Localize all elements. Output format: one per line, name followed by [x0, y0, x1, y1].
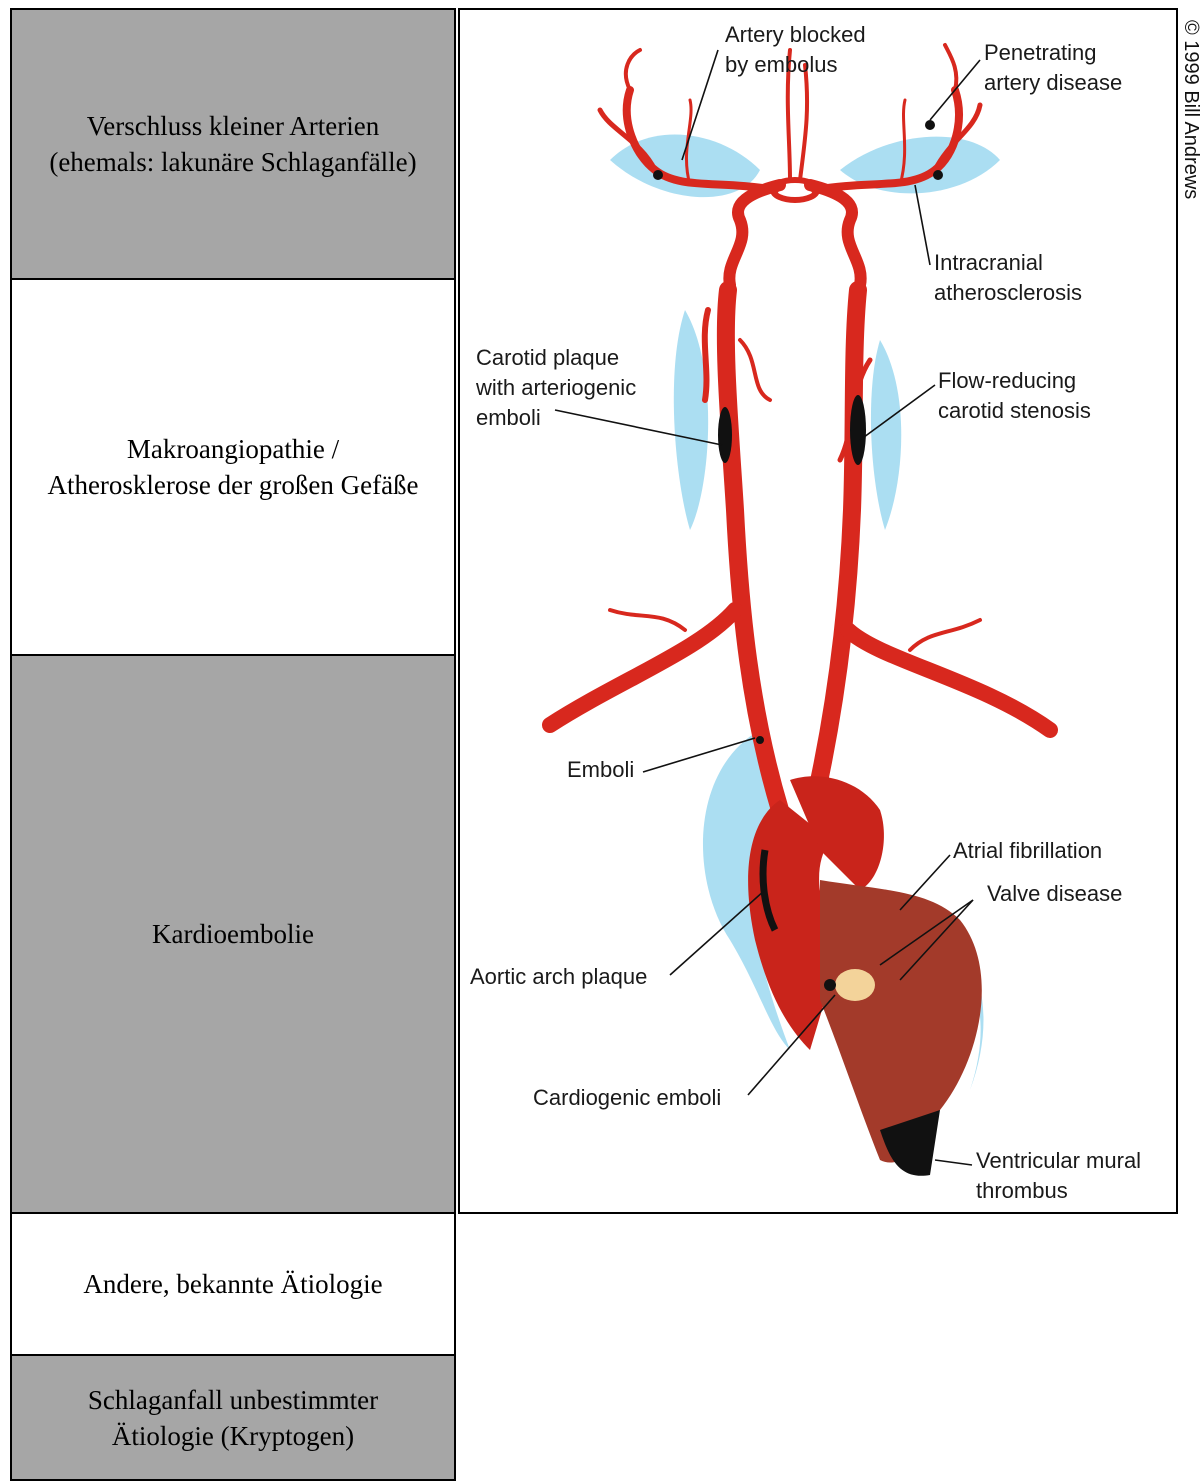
category-large-artery-atherosclerosis: Makroangiopathie / Atherosklerose der gr…	[10, 278, 456, 656]
category-small-artery-occlusion: Verschluss kleiner Arterien (ehemals: la…	[10, 8, 456, 280]
category-label: Kardioembolie	[152, 916, 314, 952]
label-aortic-arch-plaque: Aortic arch plaque	[470, 964, 647, 989]
category-cryptogenic-stroke: Schlaganfall unbestimmter Ätiologie (Kry…	[10, 1354, 456, 1481]
label-cardiogenic-emboli: Cardiogenic emboli	[533, 1085, 721, 1110]
category-label: Andere, bekannte Ätiologie	[83, 1266, 382, 1302]
category-label: Schlaganfall unbestimmter Ätiologie (Kry…	[88, 1382, 378, 1454]
label-emboli: Emboli	[567, 757, 634, 782]
label-atrial-fibrillation: Atrial fibrillation	[953, 838, 1102, 863]
category-other-known-etiology: Andere, bekannte Ätiologie	[10, 1212, 456, 1356]
category-label: Makroangiopathie / Atherosklerose der gr…	[47, 431, 418, 503]
copyright-notice: © 1999 Bill Andrews	[1180, 10, 1202, 290]
category-cardioembolism: Kardioembolie	[10, 654, 456, 1214]
heart-and-aortic-arch	[748, 776, 982, 1176]
category-label: Verschluss kleiner Arterien (ehemals: la…	[49, 108, 416, 180]
copyright-text: © 1999 Bill Andrews	[1180, 20, 1202, 199]
label-valve-disease: Valve disease	[987, 881, 1122, 906]
